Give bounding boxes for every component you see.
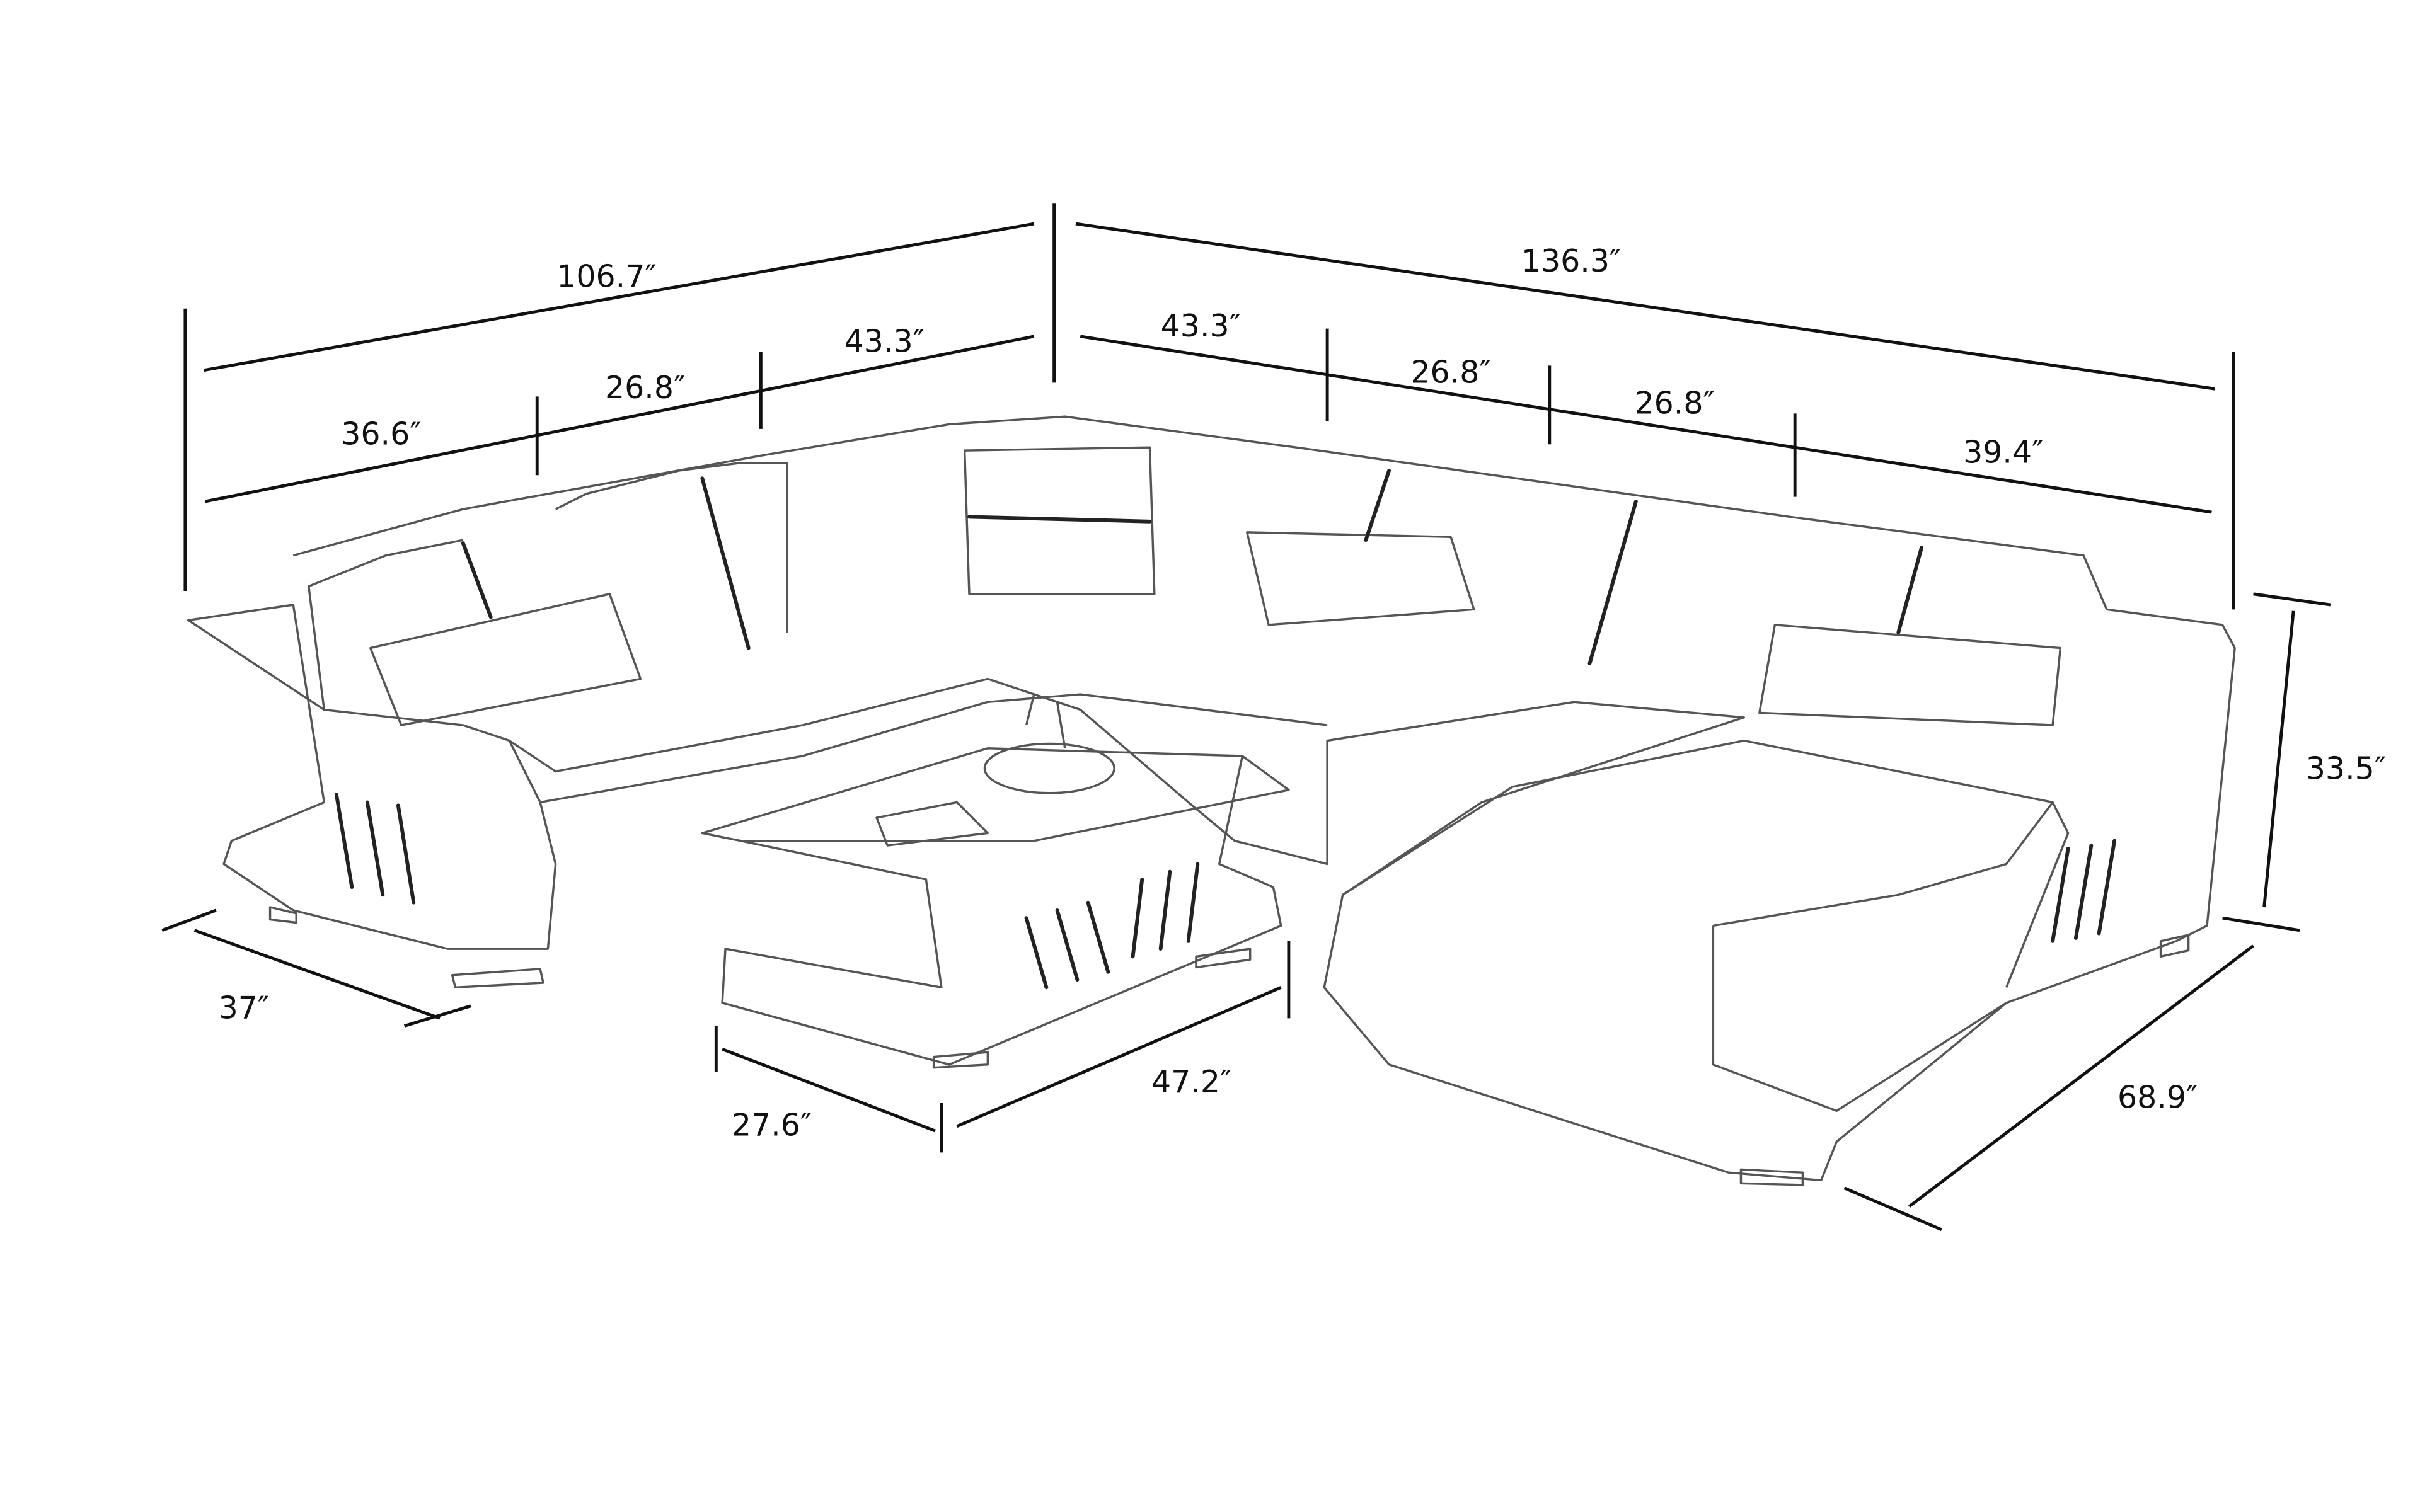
label-right-seg-1: 43.3″ (1161, 308, 1241, 344)
label-left-seg-1: 36.6″ (341, 416, 421, 452)
label-right-total: 136.3″ (1521, 243, 1621, 279)
dimension-lines (161, 203, 2331, 1232)
label-table-width: 27.6″ (732, 1107, 812, 1143)
label-left-seg-3: 43.3″ (844, 323, 925, 359)
label-left-total: 106.7″ (556, 259, 656, 295)
label-right-seg-2: 26.8″ (1410, 354, 1490, 390)
label-right-seg-3: 26.8″ (1634, 385, 1714, 421)
label-chaise-length: 68.9″ (2118, 1079, 2198, 1115)
sofa-sketch (187, 415, 2236, 1186)
label-left-seg-2: 26.8″ (605, 370, 685, 406)
label-right-seg-4: 39.4″ (1963, 435, 2043, 471)
label-height: 33.5″ (2306, 751, 2386, 787)
label-table-length: 47.2″ (1151, 1064, 1231, 1100)
label-left-depth: 37″ (219, 990, 270, 1026)
dimension-labels: 106.7″ 136.3″ 36.6″ 26.8″ 43.3″ 43.3″ 26… (219, 243, 2386, 1143)
